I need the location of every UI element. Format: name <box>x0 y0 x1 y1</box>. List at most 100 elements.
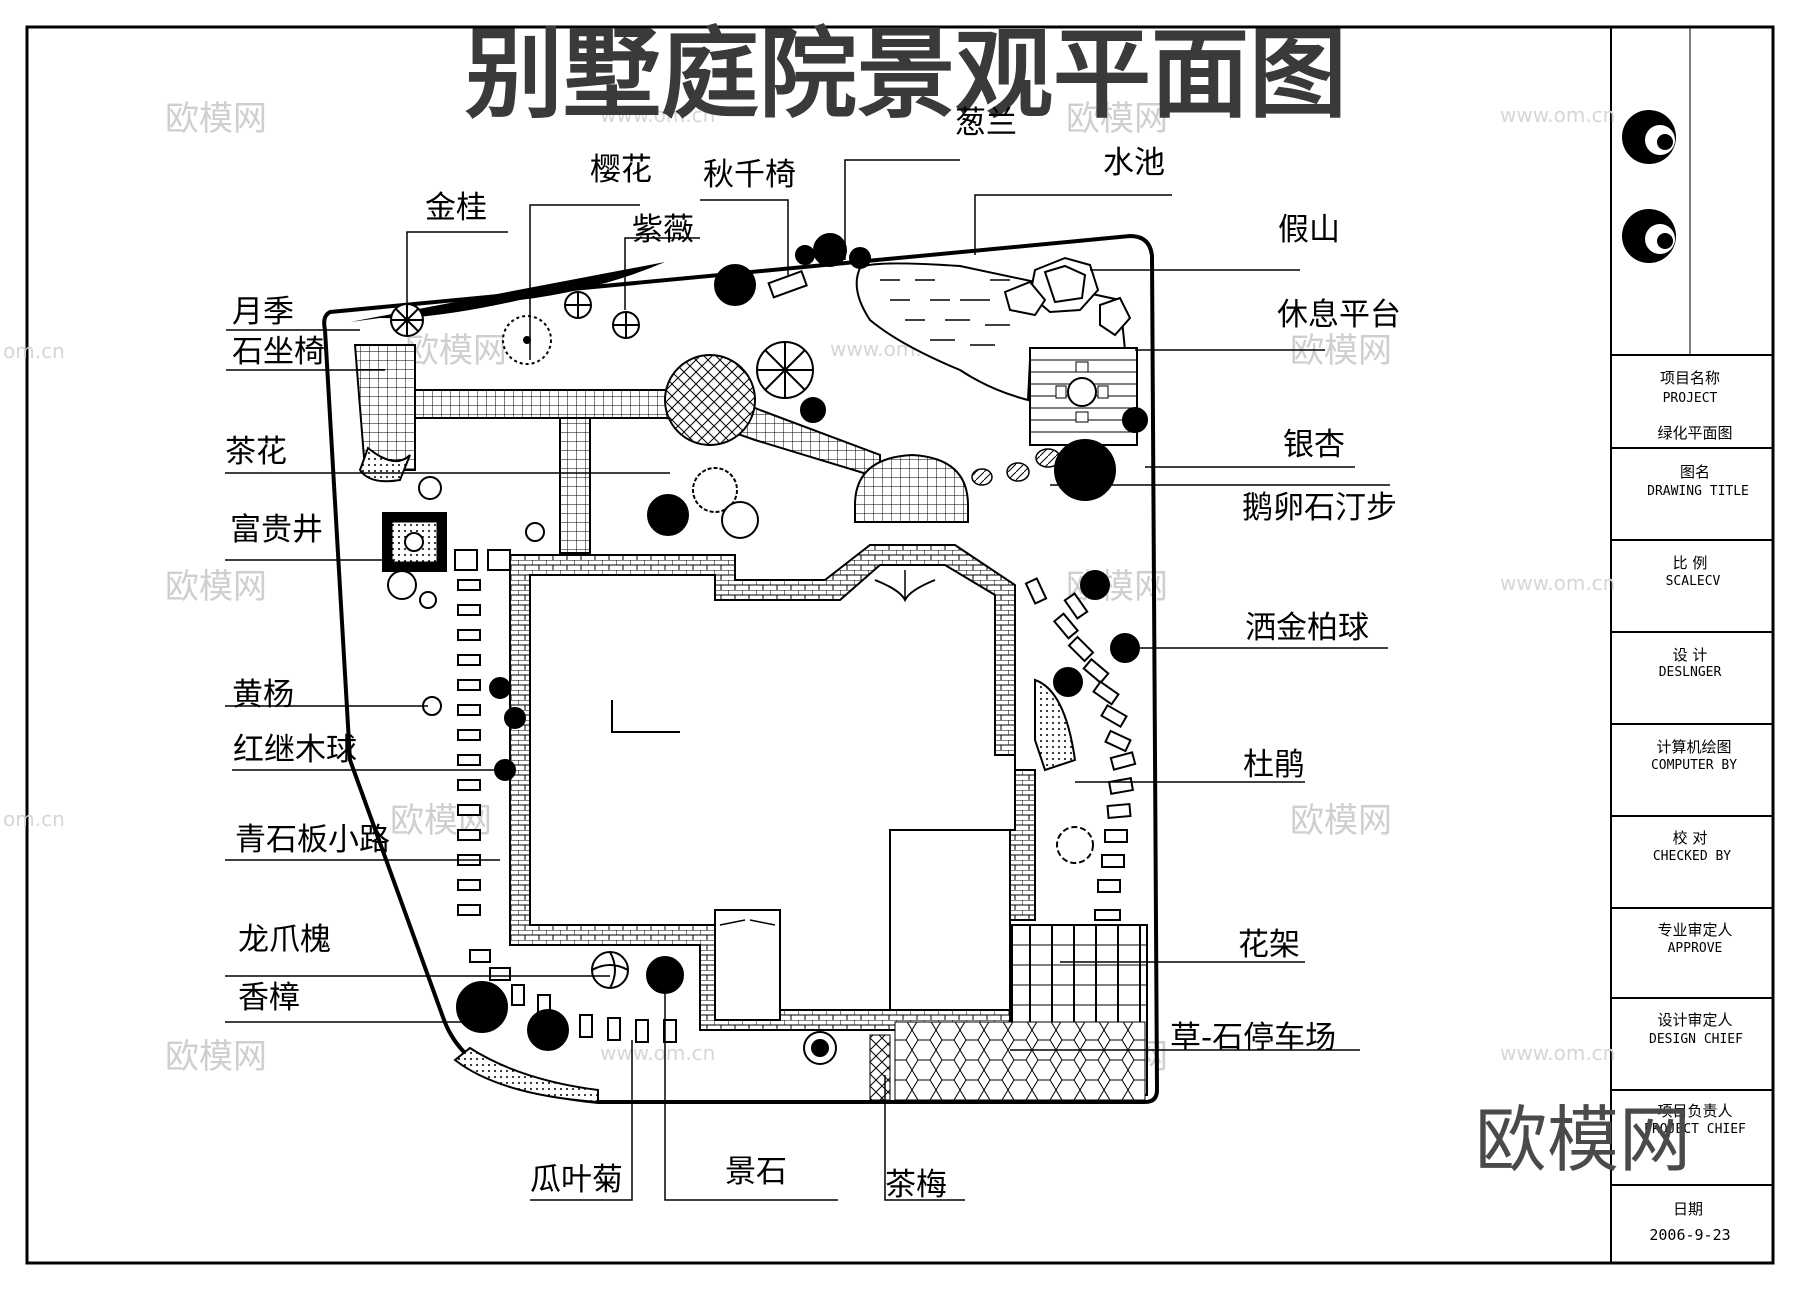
label-ziwei: 紫薇 <box>632 212 694 248</box>
watermark-brand: 欧模网 <box>165 567 267 607</box>
tb-date-value: 2006-9-23 <box>1649 1226 1730 1244</box>
drawing-title: 别墅庭院景观平面图 <box>465 18 1347 132</box>
label-yinxing: 银杏 <box>1283 427 1345 463</box>
watermark-brand-large: 欧模网 <box>1475 1098 1691 1182</box>
tb-approve-en: APPROVE <box>1668 941 1723 956</box>
qiuqianyi-bench-icon <box>767 269 808 299</box>
tb-project-cn: 项目名称 <box>1660 369 1720 387</box>
tb-scale-cn: 比 例 <box>1673 554 1708 572</box>
label-yinghua: 樱花 <box>590 152 652 188</box>
congsan-planting-icon <box>795 233 871 269</box>
label-congsan: 葱兰 <box>955 105 1017 141</box>
watermark-url: om.cn <box>3 807 65 831</box>
label-huajia: 花架 <box>1238 927 1300 963</box>
round-plaza <box>664 354 756 446</box>
title-block: 项目名称 PROJECT 绿化平面图 图名 DRAWING TITLE 比 例 … <box>1610 28 1773 1262</box>
label-jingui: 金桂 <box>425 190 487 226</box>
grass-stone-parking <box>894 1021 1146 1101</box>
label-xiuxipingtai: 休息平台 <box>1277 297 1401 333</box>
tb-computer-en: COMPUTER BY <box>1651 758 1737 773</box>
label-longzhuahuai: 龙爪槐 <box>238 922 331 958</box>
label-chahua: 茶花 <box>225 434 287 470</box>
chahua-tree-icon <box>647 467 759 539</box>
label-shuichi: 水池 <box>1103 145 1165 181</box>
semi-plaza <box>854 453 969 523</box>
label-dujuan: 杜鹃 <box>1243 747 1305 783</box>
label-chamei: 茶梅 <box>885 1167 947 1203</box>
tb-chief-en: DESIGN CHIEF <box>1649 1032 1743 1047</box>
tb-checked-en: CHECKED BY <box>1653 849 1731 864</box>
label-hongjimu: 红继木球 <box>233 732 357 768</box>
inner-frame <box>27 27 1773 1263</box>
logo-icon <box>1622 110 1676 263</box>
pebble-steps <box>971 448 1061 486</box>
watermark-brand: 欧模网 <box>405 331 507 371</box>
watermark-url: www.om.cn <box>1500 1041 1615 1065</box>
hongjimu-shrub-icon <box>489 677 526 781</box>
watermark-url: www.om.cn <box>600 103 715 127</box>
tb-approve-cn: 专业审定人 <box>1657 921 1732 939</box>
xiangzhang-tree-icon <box>456 981 569 1051</box>
tb-computer-cn: 计算机绘图 <box>1656 738 1731 756</box>
label-jiashan: 假山 <box>1278 212 1340 248</box>
stepping-stones-east <box>1024 577 1137 921</box>
rockery <box>1003 256 1132 337</box>
tb-pchief-cn: 项目负责人 <box>1657 1102 1732 1120</box>
watermark-brand: 欧模网 <box>1290 331 1392 371</box>
yinghua-tree-icon <box>502 315 552 365</box>
chamei-strip <box>869 1034 891 1101</box>
watermark-brand: 欧模网 <box>1066 99 1168 139</box>
guayeju-flower-icon <box>803 1031 837 1065</box>
label-eluanshi: 鹅卵石汀步 <box>1242 490 1397 526</box>
ziwei-tree-icon <box>612 311 640 339</box>
longzhuahuai-tree-icon <box>591 951 629 989</box>
tb-pchief-en: PROJECT CHIEF <box>1644 1122 1746 1137</box>
label-guayeju: 瓜叶菊 <box>530 1162 623 1198</box>
label-huangyang: 黄杨 <box>232 677 294 713</box>
seat-plaza <box>353 344 416 471</box>
leader-lines <box>225 159 1390 1201</box>
label-caoshi: 草-石停车场 <box>1170 1020 1336 1056</box>
watermark-brand: 欧模网 <box>165 99 267 139</box>
watermark-brand: 欧模网 <box>1290 801 1392 841</box>
tb-drawing-title-en: DRAWING TITLE <box>1647 484 1749 499</box>
fern-icon <box>1056 826 1094 864</box>
jingui-tree-icon <box>390 303 424 337</box>
label-jingshi: 景石 <box>725 1154 787 1190</box>
jingshi-shrub-icon <box>646 956 684 994</box>
label-sajinbai: 洒金柏球 <box>1245 610 1369 646</box>
label-qingshiban: 青石板小路 <box>235 822 390 858</box>
villa-building <box>509 544 1036 1031</box>
label-yueji: 月季 <box>232 294 294 330</box>
path-connector <box>559 417 591 554</box>
watermark-url: www.om.cn <box>1500 571 1615 595</box>
tb-chief-cn: 设计审定人 <box>1657 1011 1732 1029</box>
shrub-cluster-icon <box>714 264 826 423</box>
huangyang-shrub-icon <box>387 476 545 716</box>
watermark-url: www.om.cn <box>600 1041 715 1065</box>
tb-project-value: 绿化平面图 <box>1657 424 1732 442</box>
plant-labels: 葱兰 水池 樱花 秋千椅 金桂 紫薇 假山 月季 石坐椅 休息平台 茶花 银杏 … <box>225 105 1401 1203</box>
label-fuguijing: 富贵井 <box>230 512 323 548</box>
top-hedge <box>350 262 665 322</box>
tb-design-cn: 设 计 <box>1673 646 1708 664</box>
tb-drawing-title-cn: 图名 <box>1680 463 1710 481</box>
bush-edge-icon <box>453 1046 599 1104</box>
label-qiuqianyi: 秋千椅 <box>703 157 796 193</box>
watermark-brand: 欧模网 <box>165 1037 267 1077</box>
dujuan-shrub-icon <box>1034 678 1077 772</box>
fuguijing-well <box>382 512 447 572</box>
sajinbai-shrub-icon <box>1053 570 1140 697</box>
tb-project-en: PROJECT <box>1663 391 1718 406</box>
tb-design-en: DESLNGER <box>1659 665 1722 680</box>
tb-scale-en: SCALECV <box>1666 574 1721 589</box>
label-xiangzhang: 香樟 <box>238 980 300 1016</box>
outer-frame <box>25 25 1775 1265</box>
watermark-url: www.om.cn <box>1500 103 1615 127</box>
watermark-url: om.cn <box>3 339 65 363</box>
rest-platform <box>1029 347 1138 446</box>
label-shizuoyi: 石坐椅 <box>232 334 325 370</box>
umbrella-tree-icon <box>756 341 814 399</box>
tb-date-cn: 日期 <box>1673 1200 1703 1218</box>
